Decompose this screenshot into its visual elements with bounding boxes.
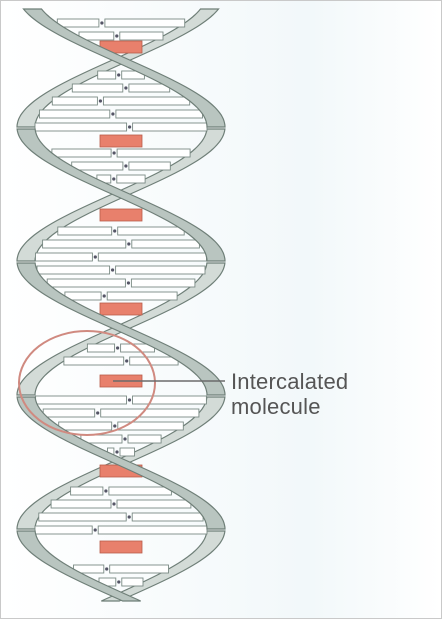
base-pair-left <box>43 409 94 417</box>
base-pair-right <box>103 97 189 105</box>
base-pair-right <box>110 565 169 573</box>
base-pair-right <box>116 110 203 118</box>
base-pair-bond-dot <box>111 268 114 271</box>
base-pair-bond-dot <box>124 86 127 89</box>
base-pair-bond-dot <box>116 346 119 349</box>
base-pair-right <box>118 227 185 235</box>
base-pair-right <box>117 149 190 157</box>
base-pair-bond-dot <box>111 112 114 115</box>
base-pair-right <box>118 422 184 430</box>
base-pair-right <box>117 175 145 183</box>
base-pair-right <box>128 435 161 443</box>
base-pair-bond-dot <box>113 229 116 232</box>
base-pair-bond-dot <box>96 411 99 414</box>
base-pair-right <box>132 513 203 521</box>
base-pair-bond-dot <box>128 515 131 518</box>
base-pair-right <box>132 240 200 248</box>
base-pair-right <box>117 500 191 508</box>
base-pair-left <box>98 71 116 79</box>
intercalated-molecule <box>100 541 142 553</box>
base-pair-bond-dot <box>125 359 128 362</box>
base-pair-bond-dot <box>117 73 120 76</box>
base-pair-left <box>35 123 127 131</box>
base-pair-left <box>36 396 127 404</box>
base-pair-left <box>36 253 93 261</box>
base-pair-left <box>72 162 123 170</box>
base-pair-right <box>131 279 195 287</box>
base-pair-right <box>98 526 207 534</box>
base-pair-bond-dot <box>128 398 131 401</box>
base-pair-left <box>87 344 114 352</box>
base-pair-right <box>120 448 135 456</box>
base-pair-bond-dot <box>127 242 130 245</box>
base-pair-left <box>58 227 112 235</box>
label-molecule: molecule <box>231 395 321 419</box>
base-pair-left <box>40 110 110 118</box>
intercalated-molecule <box>100 303 142 315</box>
base-pair-right <box>109 487 171 495</box>
base-pair-right <box>105 19 185 27</box>
base-pair-bond-dot <box>113 424 116 427</box>
base-pair-right <box>120 32 163 40</box>
base-pair-left <box>43 240 126 248</box>
base-pair-left <box>71 487 103 495</box>
base-pair-bond-dot <box>104 489 107 492</box>
base-pair-left <box>51 500 111 508</box>
base-pair-bond-dot <box>117 580 120 583</box>
intercalated-molecule <box>100 209 142 221</box>
base-pair-left <box>39 513 126 521</box>
base-pair-bond-dot <box>105 567 108 570</box>
base-pair-bond-dot <box>123 437 126 440</box>
base-pair-bond-dot <box>100 21 103 24</box>
base-pair-bond-dot <box>128 125 131 128</box>
base-pair-bond-dot <box>112 502 115 505</box>
base-pair-left <box>59 422 112 430</box>
base-pair-bond-dot <box>115 450 118 453</box>
base-pair-left <box>57 19 99 27</box>
base-pair-bond-dot <box>124 164 127 167</box>
base-pair-bond-dot <box>94 528 97 531</box>
base-pair-bond-dot <box>127 281 130 284</box>
base-pair-right <box>129 162 170 170</box>
base-pair-right <box>107 292 177 300</box>
base-pair-right <box>116 266 205 274</box>
intercalated-molecule <box>100 135 142 147</box>
base-pair-bond-dot <box>103 294 106 297</box>
base-pair-right <box>130 357 178 365</box>
base-pair-left <box>35 526 92 534</box>
label-intercalated: Intercalated <box>231 370 348 394</box>
base-pair-right <box>122 578 143 586</box>
base-pair-left <box>52 149 111 157</box>
base-pair-bond-dot <box>112 177 115 180</box>
base-pair-right <box>133 396 207 404</box>
base-pair-left <box>47 279 125 287</box>
base-pair-left <box>52 97 97 105</box>
base-pair-right <box>101 409 199 417</box>
base-pair-bond-dot <box>115 34 118 37</box>
base-pair-left <box>37 266 110 274</box>
base-pair-bond-dot <box>94 255 97 258</box>
base-pair-bond-dot <box>99 99 102 102</box>
base-pair-left <box>72 84 123 92</box>
base-pair-right <box>133 123 207 131</box>
base-pair-bond-dot <box>113 151 116 154</box>
base-pair-right <box>98 253 206 261</box>
base-pair-left <box>64 357 124 365</box>
